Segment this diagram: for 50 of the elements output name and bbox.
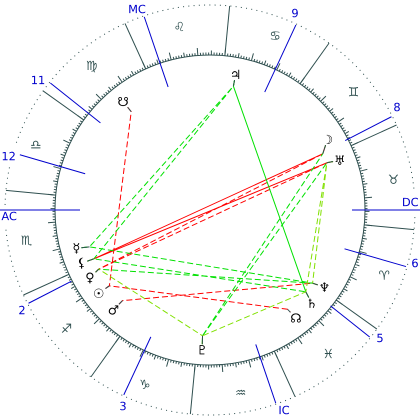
planet-glyph: ♇ bbox=[200, 345, 205, 354]
leader-line bbox=[80, 246, 90, 248]
leader-line bbox=[86, 258, 94, 262]
cusp-label: 2 bbox=[19, 306, 24, 314]
planet-glyph: ♀ bbox=[86, 272, 94, 284]
zodiac-sign: ♉ bbox=[388, 174, 398, 184]
zodiac-sign: ♍ bbox=[86, 60, 97, 72]
planet-glyph: ☽ bbox=[326, 134, 332, 144]
leader-line bbox=[202, 335, 204, 345]
zodiac-sign: ♓ bbox=[324, 348, 332, 358]
planet-glyph: ♃ bbox=[232, 70, 240, 80]
planet-glyph: ☿ bbox=[74, 243, 80, 254]
zodiac-sign: ♋ bbox=[270, 31, 280, 40]
planet-glyph: ☋ bbox=[118, 96, 128, 106]
cusp-label: 3 bbox=[120, 402, 126, 410]
planet-glyph: ☊ bbox=[291, 313, 301, 323]
cusp-label: DC bbox=[403, 198, 418, 206]
cusp-label: AC bbox=[2, 212, 16, 220]
zodiac-sign: ♎ bbox=[31, 140, 40, 148]
zodiac-sign: ♈ bbox=[379, 270, 390, 280]
leader-line bbox=[95, 268, 100, 273]
leader-line bbox=[232, 80, 236, 87]
cusp-label: 8 bbox=[394, 102, 400, 112]
cusp-label: 9 bbox=[292, 8, 298, 18]
planet-glyph: ♆ bbox=[320, 282, 328, 292]
cusp-label: 12 bbox=[2, 152, 15, 160]
zodiac-sign: ♌ bbox=[175, 22, 184, 32]
planet-glyph: ♂ bbox=[108, 305, 118, 315]
cusp-label: MC bbox=[129, 4, 146, 14]
leader-line bbox=[305, 291, 310, 298]
planet-glyph: ☉ bbox=[94, 288, 104, 298]
cusp-label: 5 bbox=[377, 334, 383, 342]
leader-line bbox=[312, 282, 318, 286]
zodiac-sign: ♒ bbox=[236, 390, 246, 396]
planet-glyph: ⚸ bbox=[78, 258, 84, 269]
zodiac-sign: ♐ bbox=[62, 324, 72, 333]
leader-line bbox=[322, 144, 326, 154]
planet-glyph: ♅ bbox=[336, 156, 344, 165]
cusp-label: IC bbox=[279, 406, 290, 414]
leader-line bbox=[127, 106, 132, 112]
leader-line bbox=[118, 300, 123, 305]
zodiac-sign: ♑ bbox=[140, 380, 150, 389]
leader-line bbox=[104, 285, 110, 290]
cusp-label: 11 bbox=[32, 76, 44, 84]
planet-glyph: ♄ bbox=[308, 298, 315, 308]
leader-line bbox=[287, 308, 291, 313]
leader-line bbox=[326, 161, 334, 164]
zodiac-sign: ♏ bbox=[21, 235, 32, 246]
zodiac-sign: ♊ bbox=[349, 87, 358, 96]
cusp-label: 6 bbox=[412, 258, 418, 268]
